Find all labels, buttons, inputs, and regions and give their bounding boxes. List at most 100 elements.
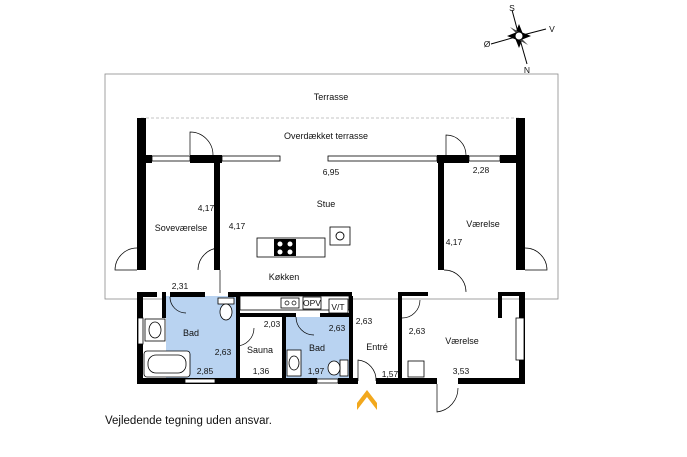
stove-box: [329, 226, 351, 246]
door-sove-west: [114, 247, 138, 271]
door-sove-inner: [197, 247, 221, 293]
door-bad2: [295, 316, 315, 336]
dim-sove-width: 2,31: [172, 281, 189, 291]
door-sauna: [235, 327, 255, 347]
wall-north-c: [437, 155, 469, 163]
burner-4: [287, 249, 293, 255]
wall-vaerelse-north-a: [398, 292, 428, 296]
dim-sove-height: 4,17: [198, 203, 215, 213]
compass-label-v: V: [549, 24, 555, 34]
dishwasher-label: OPV: [303, 298, 321, 308]
wall-bad2-north-b: [320, 313, 352, 317]
dim-sauna-top: 2,03: [264, 319, 281, 329]
room-label-bad2: Bad: [309, 343, 325, 353]
wall-bad2-entre: [349, 313, 353, 384]
bad2-toilet: [327, 360, 341, 376]
stove-icon: [335, 231, 345, 241]
room-label-stue: Stue: [317, 199, 336, 209]
window-bad1-west: [137, 317, 144, 345]
wall-south-a: [137, 378, 317, 384]
doors: [114, 131, 548, 413]
dim-vaerelse-top-height: 4,17: [446, 237, 463, 247]
cooktop: [274, 239, 296, 256]
door-entrance: [357, 359, 377, 382]
dim-bad2-width: 1,97: [308, 366, 325, 376]
dim-vaerelse-bottom-width: 3,53: [453, 366, 470, 376]
terrace-outline: [104, 73, 559, 300]
wall-stue-vaerelse: [438, 163, 444, 270]
vt-cabinet: [328, 298, 349, 314]
door-vaerelse-terrace: [445, 134, 467, 156]
dimensions: 6,95 2,28 4,17 4,17 4,17 2,31 2,03 2,63 …: [172, 165, 490, 379]
vaerelse-wardrobe: [407, 360, 425, 378]
wall-north-a: [146, 155, 152, 163]
wall-bad2-north-a: [286, 313, 296, 317]
door-vaerelse-east: [524, 247, 548, 271]
room-label-koekken: Køkken: [269, 272, 300, 282]
wall-south-d: [458, 378, 525, 384]
bath-fixtures: [143, 297, 425, 378]
window-bad1-south: [184, 378, 216, 384]
wall-vaerelse-north-b: [498, 292, 525, 296]
wall-vt: [349, 296, 353, 313]
disclaimer-text: Vejledende tegning uden ansvar.: [105, 415, 272, 427]
door-vaerelse-inner: [443, 269, 467, 293]
compass-center: [514, 31, 524, 41]
wall-west-upper: [137, 118, 146, 270]
wall-vaerelse-stub: [498, 292, 502, 318]
kitchen: OPV: [239, 226, 351, 311]
wall-bad1-stub: [162, 292, 166, 318]
compass-rose: S N Ø V: [484, 3, 555, 75]
room-label-bad1: Bad: [183, 328, 199, 338]
room-label-sauna: Sauna: [247, 345, 273, 355]
sink-drain-1: [284, 300, 290, 306]
wall-north-b: [190, 155, 222, 163]
wall-entre-vaerelse: [398, 296, 402, 384]
room-label-entre: Entré: [366, 342, 388, 352]
bathtub-inner: [147, 354, 187, 374]
wall-kitchen-counter-back: [240, 292, 352, 296]
dim-bad2-height: 2,63: [329, 323, 346, 333]
wall-sauna-bad2: [282, 313, 286, 384]
wall-bad1-sauna: [236, 292, 240, 384]
dim-stue-height: 4,17: [229, 221, 246, 231]
wall-sauna-north: [236, 313, 282, 317]
dim-entre-height: 2,63: [356, 316, 373, 326]
wall-east-upper: [516, 118, 525, 270]
compass-label-o: Ø: [484, 39, 491, 49]
bad2-sink: [288, 355, 300, 371]
wall-sove-stue: [214, 163, 220, 270]
dim-entre-width: 1,57: [382, 369, 399, 379]
wall-bad1-north-b: [170, 292, 205, 297]
dim-vaerelse-top-width: 2,28: [473, 165, 490, 175]
bad1-toilet: [219, 303, 233, 321]
dim-bad1-width: 2,85: [197, 366, 214, 376]
window-vaerelse-east: [515, 317, 525, 361]
terrace-label: Terrasse: [314, 92, 349, 102]
room-label-vaerelse-bottom: Værelse: [445, 336, 479, 346]
dim-stue-width: 6,95: [323, 167, 340, 177]
burner-3: [277, 249, 283, 255]
window-bad2: [316, 378, 339, 384]
room-label-sovevaerelse: Soveværelse: [155, 223, 208, 233]
wall-bad1-north-c: [228, 292, 240, 297]
compass-label-s: S: [509, 3, 515, 13]
window-sove: [151, 155, 191, 162]
wall-south-c: [376, 378, 437, 384]
bad1-toilet-tank: [217, 297, 235, 305]
door-vaerelse-south: [436, 384, 459, 413]
burner-2: [287, 241, 293, 247]
bad2-toilet-tank: [339, 359, 349, 377]
windows: [137, 155, 525, 384]
dim-vaerelse-bottom-height: 2,63: [409, 326, 426, 336]
wall-bad1-north-a: [137, 292, 157, 297]
covered-terrace-label: Overdækket terrasse: [284, 131, 368, 141]
window-stue-a: [221, 155, 281, 162]
window-stue-b: [327, 155, 438, 162]
bad1-sink: [148, 321, 162, 339]
sink-drain-2: [291, 300, 297, 306]
wall-south-b: [338, 378, 358, 384]
compass-label-n: N: [524, 65, 530, 75]
room-label-vaerelse-top: Værelse: [466, 219, 500, 229]
